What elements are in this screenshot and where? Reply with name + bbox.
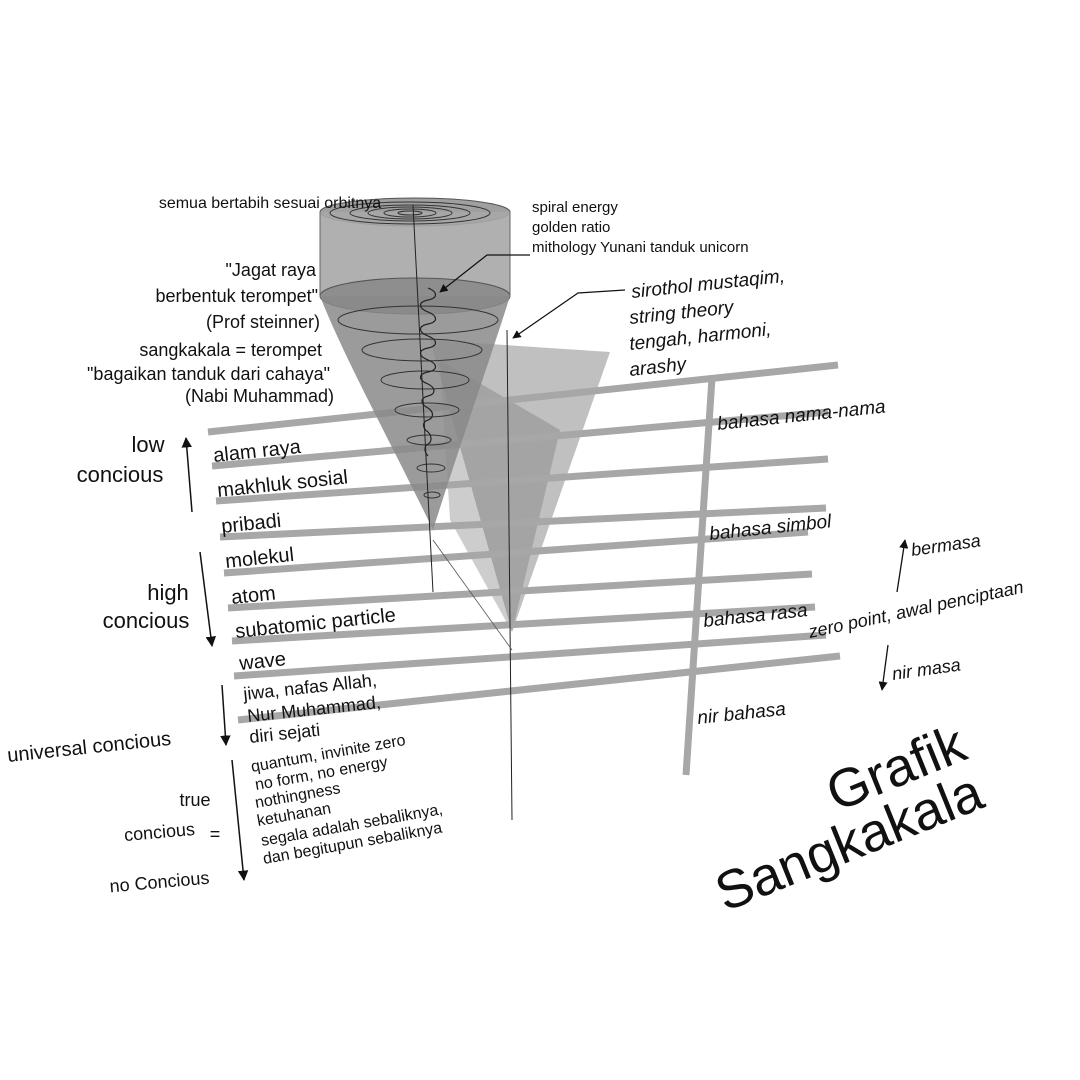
time-zero-point: zero point, awal penciptaan [806, 577, 1026, 642]
high-concious-arrow [199, 551, 217, 648]
side-wedge-shadow [440, 360, 560, 632]
time-nir-masa: nir masa [891, 655, 962, 684]
language-labels: bahasa nama-nama bahasa simbol bahasa ra… [696, 396, 886, 729]
level-planes [207, 361, 841, 724]
low-line-2: concious [77, 462, 164, 487]
steiner-quote: "Jagat raya berbentuk terompet" (Prof st… [156, 260, 320, 332]
universal-concious-arrow [220, 684, 231, 747]
low-concious-arrow [181, 436, 193, 513]
sirothol-pointer-arrow [512, 289, 626, 339]
low-line-1: low [131, 432, 164, 457]
time-labels: bermasa zero point, awal penciptaan nir … [806, 530, 1026, 684]
true-concious-arrow [231, 759, 249, 882]
sirothol-line-4: arashy [628, 354, 688, 381]
nir-masa-arrow [878, 644, 889, 691]
lang-rasa: bahasa rasa [702, 600, 808, 632]
language-axis-bar [682, 377, 716, 776]
true-line-2: concious [123, 819, 196, 845]
universal-concious-label: universal concious [6, 728, 172, 767]
top-spiral-rings [329, 201, 491, 225]
level-atom: atom [230, 582, 277, 609]
true-concious-label: true concious = no Concious [109, 790, 221, 896]
guide-line [432, 539, 513, 651]
lang-simbol: bahasa simbol [708, 511, 833, 545]
sirothol-note: sirothol mustaqim, string theory tengah,… [628, 266, 786, 381]
spiral-note-line-2: golden ratio [532, 219, 610, 236]
hadith-line-2: "bagaikan tanduk dari cahaya" [87, 364, 330, 384]
sirothol-line-1: sirothol mustaqim, [630, 266, 786, 303]
hadith-quote: sangkakala = terompet "bagaikan tanduk d… [87, 340, 334, 406]
hadith-line-3: (Nabi Muhammad) [185, 386, 334, 406]
spiral-note-line-3: mithology Yunani tanduk unicorn [532, 239, 749, 256]
low-concious-label: low concious [77, 432, 165, 487]
diagram-title: Grafik Sangkakala [707, 713, 992, 923]
level-jiwa: jiwa, nafas Allah, Nur Muhammad, diri se… [241, 670, 381, 747]
high-concious-label: high concious [103, 580, 190, 633]
high-line-2: concious [103, 608, 190, 633]
steiner-line-2: berbentuk terompet" [156, 286, 318, 306]
time-bermasa: bermasa [910, 530, 982, 560]
true-line-1: true [179, 790, 210, 810]
central-axis [412, 204, 434, 593]
side-wedge-plane [430, 340, 610, 632]
bermasa-arrow [896, 539, 909, 593]
lang-nir: nir bahasa [696, 699, 786, 729]
true-line-4: no Concious [109, 868, 210, 897]
top-caption: semua bertabih sesuai orbitnya [159, 195, 381, 212]
steiner-line-3: (Prof steinner) [206, 312, 320, 332]
spiral-note: spiral energy golden ratio mithology Yun… [532, 199, 749, 256]
high-line-1: high [147, 580, 189, 605]
hadith-line-1: sangkakala = terompet [139, 340, 322, 360]
spiral-note-line-1: spiral energy [532, 199, 618, 216]
level-quantum: quantum, invinite zero no form, no energ… [250, 732, 444, 868]
steiner-line-1: "Jagat raya [226, 260, 317, 280]
level-wave: wave [237, 648, 287, 675]
spiral-pointer-arrow [439, 254, 530, 293]
sirothol-line [506, 329, 513, 821]
true-line-3: = [210, 824, 221, 844]
lang-nama: bahasa nama-nama [716, 396, 886, 435]
